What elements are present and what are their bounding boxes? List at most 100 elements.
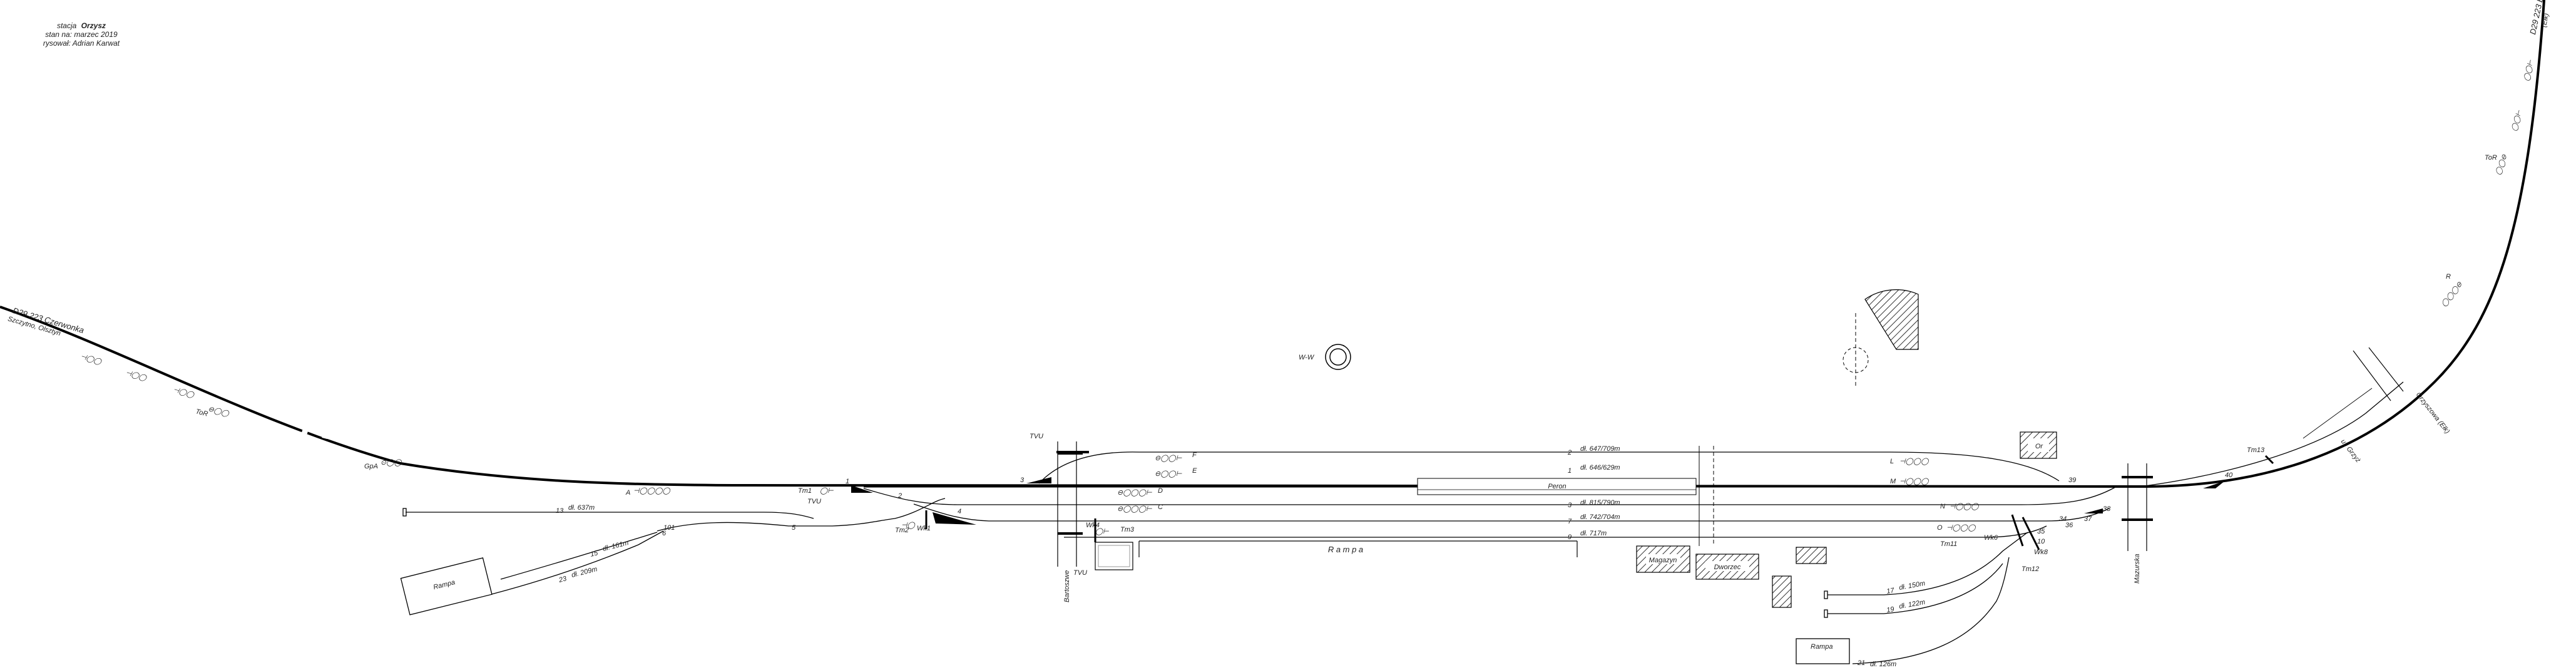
svg-text:stacja Orzysz: stacja Orzysz bbox=[57, 21, 106, 30]
switch-6: 6 bbox=[662, 530, 667, 537]
svg-text:⊣◯: ⊣◯ bbox=[901, 522, 916, 529]
switch-38: 38 bbox=[2103, 505, 2111, 513]
rampa-bottom: Rampa bbox=[1796, 638, 1850, 664]
switch-3: 3 bbox=[1020, 477, 1025, 484]
header-line2: stan na: marzec 2019 bbox=[45, 30, 118, 39]
diverging-track-ne2 bbox=[2303, 388, 2373, 439]
left-line-end: D29 223 Czerwonka Szczytno, Olsztyn bbox=[7, 306, 85, 338]
header-line1: stacja bbox=[57, 21, 77, 30]
svg-text:⊣◯◯◯◯: ⊣◯◯◯◯ bbox=[633, 487, 672, 495]
rampa-left: Rampa bbox=[400, 557, 493, 616]
buffer-stop bbox=[1824, 609, 1828, 618]
peron: Peron bbox=[1417, 478, 1697, 495]
svg-text:⊣◯◯: ⊣◯◯ bbox=[125, 369, 148, 382]
approach-signals-right: ◯◯⊢ ◯◯⊢ ToR ◯◯⊖ R ◯◯◯⊖ bbox=[2440, 59, 2535, 308]
signal-a: A bbox=[625, 489, 630, 497]
level-crossing-ne: Orzyszowa (Ełk) ul. Grzyż bbox=[2339, 347, 2451, 464]
outbuilding bbox=[1796, 547, 1827, 564]
tvu-bottom-label: TVU bbox=[1073, 569, 1087, 577]
svg-text:◯◯◯⊖: ◯◯◯⊖ bbox=[2440, 280, 2464, 307]
main-line-track bbox=[0, 0, 2545, 488]
track-7-len: dł. 742/704m bbox=[1580, 513, 1620, 521]
dworzec-label: Dworzec bbox=[1714, 564, 1741, 571]
wk1-label: Wk1 bbox=[917, 525, 931, 532]
signals: A ⊣◯◯◯◯ Tm1 ◯⊢ TVU Tm2 ⊣◯ Wk1 TVU ⊖◯◯⊢ F… bbox=[625, 433, 2265, 577]
track-3 bbox=[863, 487, 2116, 505]
switch-marker bbox=[851, 485, 873, 493]
signal-o: O bbox=[1937, 524, 1943, 532]
crossing-right-label: Mazurska bbox=[2134, 554, 2141, 584]
track-13-len: dł. 637m bbox=[568, 504, 595, 512]
signal-d: D bbox=[1158, 487, 1163, 495]
line-break bbox=[2495, 204, 2504, 211]
track-9 bbox=[1064, 525, 2047, 538]
switch-2: 2 bbox=[897, 492, 902, 500]
magazyn: Magazyn bbox=[1636, 545, 1690, 573]
track-19 bbox=[1827, 563, 2003, 614]
tor-label: ToR bbox=[195, 408, 208, 418]
svg-text:⊙◯◯: ⊙◯◯ bbox=[381, 459, 403, 466]
track-21-num: 21 bbox=[1857, 659, 1865, 667]
switch-39: 39 bbox=[2068, 477, 2076, 484]
track-7 bbox=[913, 503, 2110, 522]
track-21-len: dł. 126m bbox=[1870, 661, 1896, 668]
svg-text:◯◯⊢: ◯◯⊢ bbox=[2523, 59, 2535, 81]
track-23-len: dł. 209m bbox=[571, 565, 598, 579]
tvu-top-label: TVU bbox=[1030, 433, 1043, 440]
header-line3: rysował: Adrian Karwat bbox=[43, 39, 120, 48]
switch-4: 4 bbox=[958, 508, 961, 515]
track-15 bbox=[500, 532, 658, 580]
signal-e: E bbox=[1192, 467, 1197, 475]
svg-text:⊣◯◯◯: ⊣◯◯◯ bbox=[1899, 478, 1929, 485]
ww-label: W-W bbox=[1299, 354, 1315, 361]
track-17 bbox=[1827, 532, 2028, 595]
track-ticks bbox=[925, 455, 2274, 550]
wk8-label: Wk8 bbox=[2034, 549, 2048, 556]
track-2-num: 2 bbox=[1567, 449, 1572, 456]
station-name: Orzysz bbox=[81, 21, 106, 30]
water-tower bbox=[1843, 289, 1919, 388]
signal-c: C bbox=[1158, 503, 1163, 511]
rampa-long: R a m p a bbox=[1138, 540, 1578, 557]
r-label: R bbox=[2446, 273, 2451, 281]
track-9-len: dł. 717m bbox=[1580, 530, 1607, 537]
small-building bbox=[1095, 542, 1133, 570]
track-2 bbox=[1038, 451, 2060, 484]
signal-l: L bbox=[1890, 458, 1894, 465]
crossing-left-label: Bartoszwe bbox=[1063, 570, 1071, 602]
switch-marker bbox=[933, 512, 976, 525]
switch-numbers: 1 2 3 4 5 6 34 35 36 37 38 39 40 101 10 bbox=[662, 472, 2233, 545]
rampa-bottom-label: Rampa bbox=[1811, 643, 1832, 651]
svg-text:⊣◯◯◯: ⊣◯◯◯ bbox=[1899, 458, 1929, 465]
track-labels: 2 dł. 647/709m 1 dł. 646/629m 3 dł. 815/… bbox=[1567, 445, 1620, 541]
tm1-label: Tm1 bbox=[798, 487, 812, 495]
tm3-label: Tm3 bbox=[1120, 526, 1135, 533]
svg-text:⊣◯◯: ⊣◯◯ bbox=[172, 386, 196, 399]
line-break bbox=[2488, 221, 2497, 229]
track-17-num: 17 bbox=[1886, 587, 1895, 595]
track-1-len: dł. 646/629m bbox=[1580, 464, 1620, 472]
switch-40: 40 bbox=[2225, 472, 2233, 479]
track-3-len: dł. 815/790m bbox=[1580, 499, 1620, 507]
switch-1: 1 bbox=[846, 478, 849, 485]
signal-box: Or bbox=[2020, 431, 2057, 459]
svg-text:⊣◯◯◯: ⊣◯◯◯ bbox=[1946, 524, 1976, 532]
svg-text:⊣◯◯◯: ⊣◯◯◯ bbox=[1950, 503, 1980, 510]
tvu-mid-label: TVU bbox=[807, 498, 821, 505]
passage-lines bbox=[1699, 446, 1714, 546]
svg-text:⊖◯◯⊢: ⊖◯◯⊢ bbox=[1155, 470, 1182, 478]
svg-text:⊖◯◯⊢: ⊖◯◯⊢ bbox=[1155, 455, 1182, 462]
track-19-len: dł. 122m bbox=[1898, 599, 1926, 611]
buffer-stop bbox=[1824, 590, 1828, 599]
tm13-label: Tm13 bbox=[2247, 446, 2265, 454]
diverging-track-ne bbox=[2140, 381, 2404, 487]
title-block: stacja Orzysz stan na: marzec 2019 rysow… bbox=[43, 21, 120, 48]
line-break bbox=[322, 433, 329, 440]
line-break bbox=[302, 428, 309, 435]
signal-m: M bbox=[1890, 478, 1896, 485]
track-23-num: 23 bbox=[558, 575, 568, 584]
level-crossing-left: Bartoszwe bbox=[1057, 441, 1083, 602]
approach-signals-left: ⊣◯◯ ⊣◯◯ ⊣◯◯ ToR ⊖◯◯ GpA ⊙◯◯ bbox=[79, 353, 402, 470]
track-13 bbox=[406, 512, 814, 519]
